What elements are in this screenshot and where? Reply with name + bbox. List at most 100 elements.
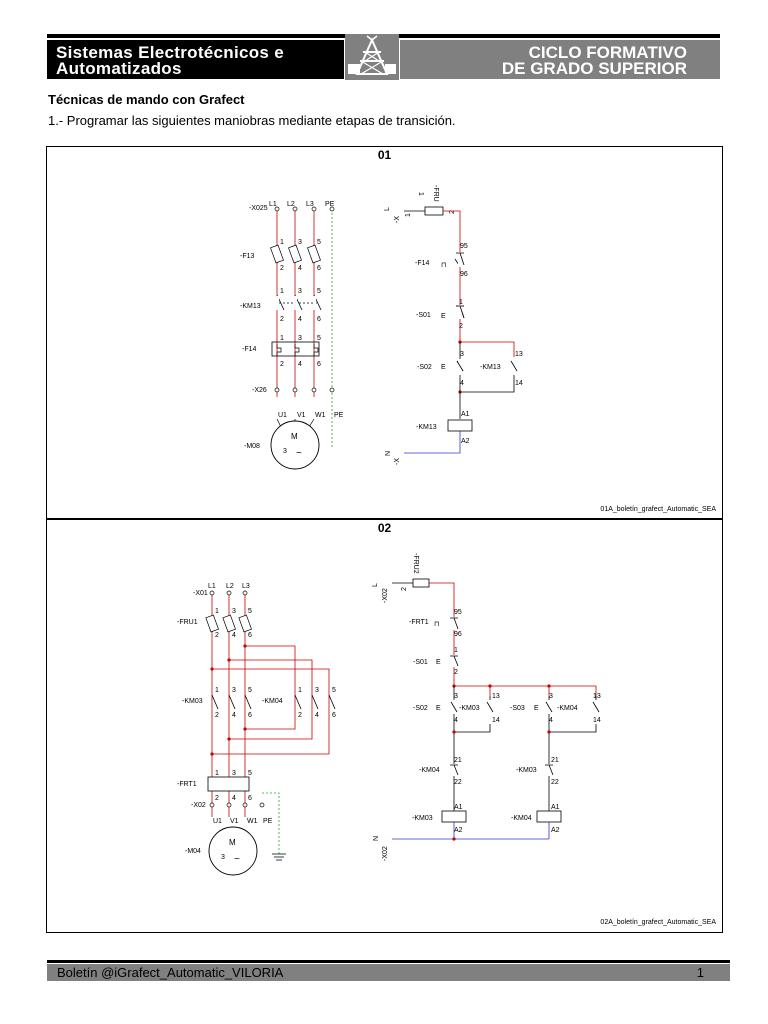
svg-text:4: 4 xyxy=(460,380,464,387)
wiring-diagram-02: -X01 L1 L2 L3 -FRU1 xyxy=(177,553,601,876)
svg-text:W1: W1 xyxy=(247,818,258,825)
svg-text:21: 21 xyxy=(454,757,462,764)
svg-text:PE: PE xyxy=(325,201,335,208)
svg-text:2: 2 xyxy=(449,210,456,214)
svg-text:V1: V1 xyxy=(297,412,306,419)
page-footer: Boletín @iGrafect_Automatic_VILORIA 1 xyxy=(47,964,730,981)
svg-text:1: 1 xyxy=(280,335,284,342)
svg-text:-KM03: -KM03 xyxy=(459,705,480,712)
svg-text:⊓: ⊓ xyxy=(441,262,446,269)
svg-text:-X02: -X02 xyxy=(382,846,389,861)
svg-text:2: 2 xyxy=(401,587,408,591)
svg-text:E: E xyxy=(534,705,539,712)
panel-number: 01 xyxy=(377,148,392,162)
svg-text:6: 6 xyxy=(317,361,321,368)
svg-text:~: ~ xyxy=(296,448,302,459)
svg-text:4: 4 xyxy=(298,265,302,272)
svg-text:5: 5 xyxy=(317,335,321,342)
svg-text:3: 3 xyxy=(298,335,302,342)
svg-text:L3: L3 xyxy=(242,583,250,590)
svg-text:3: 3 xyxy=(315,687,319,694)
panel-number: 02 xyxy=(377,521,392,535)
svg-text:3: 3 xyxy=(460,351,464,358)
svg-text:M: M xyxy=(291,432,298,441)
svg-text:U1: U1 xyxy=(213,818,222,825)
svg-text:14: 14 xyxy=(593,717,601,724)
svg-text:95: 95 xyxy=(460,243,468,250)
svg-text:-KM04: -KM04 xyxy=(557,705,578,712)
svg-text:4: 4 xyxy=(232,632,236,639)
svg-text:13: 13 xyxy=(492,693,500,700)
label-s02: -S02 xyxy=(417,364,432,371)
label-x025: -X025 xyxy=(249,205,268,212)
svg-text:A1: A1 xyxy=(461,411,470,418)
svg-text:V1: V1 xyxy=(230,818,239,825)
svg-text:3: 3 xyxy=(232,687,236,694)
svg-text:14: 14 xyxy=(515,380,523,387)
svg-text:-KM03: -KM03 xyxy=(516,767,537,774)
svg-text:~: ~ xyxy=(234,854,240,865)
electrical-tower-icon xyxy=(345,34,399,80)
label-km13-hold: -KM13 xyxy=(480,364,501,371)
svg-text:-S01: -S01 xyxy=(413,659,428,666)
svg-text:2: 2 xyxy=(280,316,284,323)
wiring-diagram-01: -X025 L1 L2 L3 PE -F13 1 3 5 2 xyxy=(240,185,523,470)
svg-text:-FRU2: -FRU2 xyxy=(412,553,419,574)
header-course-line2: DE GRADO SUPERIOR xyxy=(501,59,687,78)
svg-text:W1: W1 xyxy=(315,412,326,419)
svg-text:13: 13 xyxy=(593,693,601,700)
diagram-panel-01: 01 01A_boletín_grafect_Automatic_SEA -X0… xyxy=(46,146,723,520)
svg-text:3: 3 xyxy=(298,239,302,246)
svg-text:4: 4 xyxy=(232,712,236,719)
label-f13: -F13 xyxy=(240,253,255,260)
svg-text:-X02: -X02 xyxy=(382,588,389,603)
svg-text:6: 6 xyxy=(248,632,252,639)
svg-text:L1: L1 xyxy=(269,201,277,208)
svg-text:1: 1 xyxy=(454,647,458,654)
svg-text:-FRU1: -FRU1 xyxy=(177,619,198,626)
svg-text:3: 3 xyxy=(232,770,236,777)
svg-text:PE: PE xyxy=(334,412,344,419)
label-m08: -M08 xyxy=(244,443,260,450)
svg-text:6: 6 xyxy=(248,712,252,719)
svg-text:E: E xyxy=(441,364,446,371)
svg-text:6: 6 xyxy=(317,316,321,323)
svg-text:13: 13 xyxy=(515,351,523,358)
svg-text:⊓: ⊓ xyxy=(434,621,439,628)
svg-text:E: E xyxy=(436,705,441,712)
label-fru: -FRU xyxy=(432,185,439,202)
svg-text:2: 2 xyxy=(298,712,302,719)
page-number: 1 xyxy=(696,965,704,980)
svg-text:E: E xyxy=(436,659,441,666)
header-course-box: CICLO FORMATIVO DE GRADO SUPERIOR xyxy=(400,40,720,79)
svg-text:1: 1 xyxy=(215,687,219,694)
svg-text:L2: L2 xyxy=(226,583,234,590)
svg-text:-X02: -X02 xyxy=(191,802,206,809)
svg-text:1: 1 xyxy=(405,213,412,217)
svg-text:L2: L2 xyxy=(287,201,295,208)
svg-text:3: 3 xyxy=(221,854,225,861)
svg-text:5: 5 xyxy=(317,239,321,246)
svg-text:5: 5 xyxy=(332,687,336,694)
svg-text:95: 95 xyxy=(454,609,462,616)
svg-text:5: 5 xyxy=(248,608,252,615)
label-f14: -F14 xyxy=(242,346,257,353)
panel-caption: 01A_boletín_grafect_Automatic_SEA xyxy=(600,506,716,513)
svg-text:-KM04: -KM04 xyxy=(419,767,440,774)
svg-text:96: 96 xyxy=(454,631,462,638)
svg-text:-FRT1: -FRT1 xyxy=(409,619,429,626)
svg-text:A1: A1 xyxy=(454,804,463,811)
svg-text:4: 4 xyxy=(298,316,302,323)
diagram-panel-02: 02 02A_boletín_grafect_Automatic_SEA -X0… xyxy=(46,518,723,933)
svg-text:-KM03: -KM03 xyxy=(412,815,433,822)
svg-text:1: 1 xyxy=(298,687,302,694)
svg-text:1: 1 xyxy=(280,239,284,246)
exercise-instruction: 1.- Programar las siguientes maniobras m… xyxy=(48,113,456,128)
svg-text:A1: A1 xyxy=(551,804,560,811)
svg-text:A2: A2 xyxy=(551,827,560,834)
header-title-line1: Sistemas Electrotécnicos e xyxy=(56,43,284,62)
svg-text:-X: -X xyxy=(394,216,401,223)
svg-text:5: 5 xyxy=(248,770,252,777)
footer-text: Boletín @iGrafect_Automatic_VILORIA xyxy=(57,965,284,980)
svg-text:N: N xyxy=(385,451,392,456)
